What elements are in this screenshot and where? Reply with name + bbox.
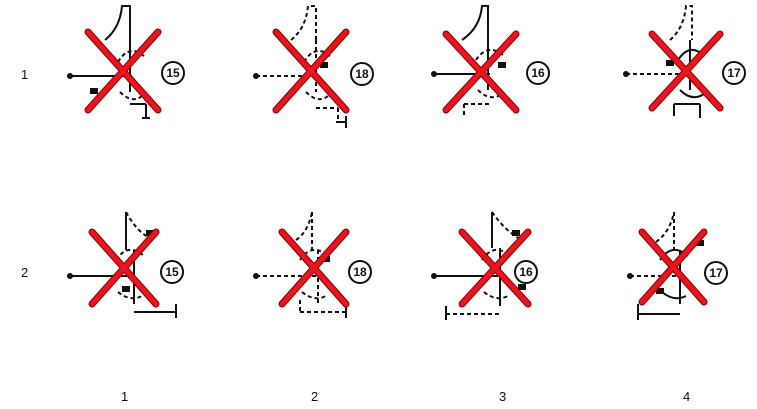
cross-out-mark: [638, 228, 708, 306]
valve-symbol-diagram: 18: [253, 5, 374, 128]
cross-out-mark: [88, 228, 160, 308]
symbol-cell-r1-c4: 17: [600, 0, 757, 140]
symbol-cell-r2-c3: 16: [422, 200, 582, 340]
symbol-cell-r1-c3: 16: [422, 0, 582, 140]
svg-text:15: 15: [165, 265, 179, 279]
number-badge: 15: [161, 61, 185, 85]
cross-out-mark: [84, 28, 162, 114]
cross-out-mark: [278, 228, 350, 308]
column-label-1: 1: [121, 389, 129, 404]
symbol-cell-r1-c2: 18: [236, 0, 396, 140]
symbol-cell-r1-c1: 15: [50, 0, 210, 140]
valve-symbol-diagram: 18: [253, 211, 372, 318]
symbol-cell-r2-c2: 18: [236, 200, 396, 340]
number-badge: 18: [348, 260, 372, 284]
valve-symbol-diagram: 15: [67, 5, 185, 119]
column-label-4: 4: [683, 389, 691, 404]
number-badge: 17: [704, 261, 728, 285]
valve-symbol-diagram: 15: [67, 211, 184, 318]
svg-text:18: 18: [353, 265, 367, 279]
column-label-3: 3: [499, 389, 507, 404]
symbol-cell-r2-c4: 17: [600, 200, 757, 340]
number-badge: 16: [526, 61, 550, 85]
column-label-2: 2: [311, 389, 319, 404]
svg-text:16: 16: [519, 265, 533, 279]
cross-out-mark: [272, 28, 350, 114]
svg-text:18: 18: [355, 67, 369, 81]
valve-symbol-diagram: 16: [431, 211, 538, 320]
row-label-1: 1: [21, 67, 29, 82]
valve-symbol-diagram: 17: [627, 211, 728, 320]
row-label-2: 2: [21, 265, 29, 280]
svg-text:16: 16: [531, 66, 545, 80]
valve-symbol-diagram: 17: [623, 5, 746, 118]
symbol-cell-r2-c1: 15: [50, 200, 210, 340]
number-badge: 16: [514, 260, 538, 284]
number-badge: 17: [722, 61, 746, 85]
valve-symbol-diagram: 16: [431, 5, 550, 118]
number-badge: 15: [160, 260, 184, 284]
number-badge: 18: [350, 62, 374, 86]
cross-out-mark: [648, 30, 724, 112]
svg-text:17: 17: [709, 266, 723, 280]
cross-out-mark: [458, 228, 532, 308]
svg-text:17: 17: [727, 66, 741, 80]
svg-text:15: 15: [166, 66, 180, 80]
cross-out-mark: [442, 30, 520, 114]
